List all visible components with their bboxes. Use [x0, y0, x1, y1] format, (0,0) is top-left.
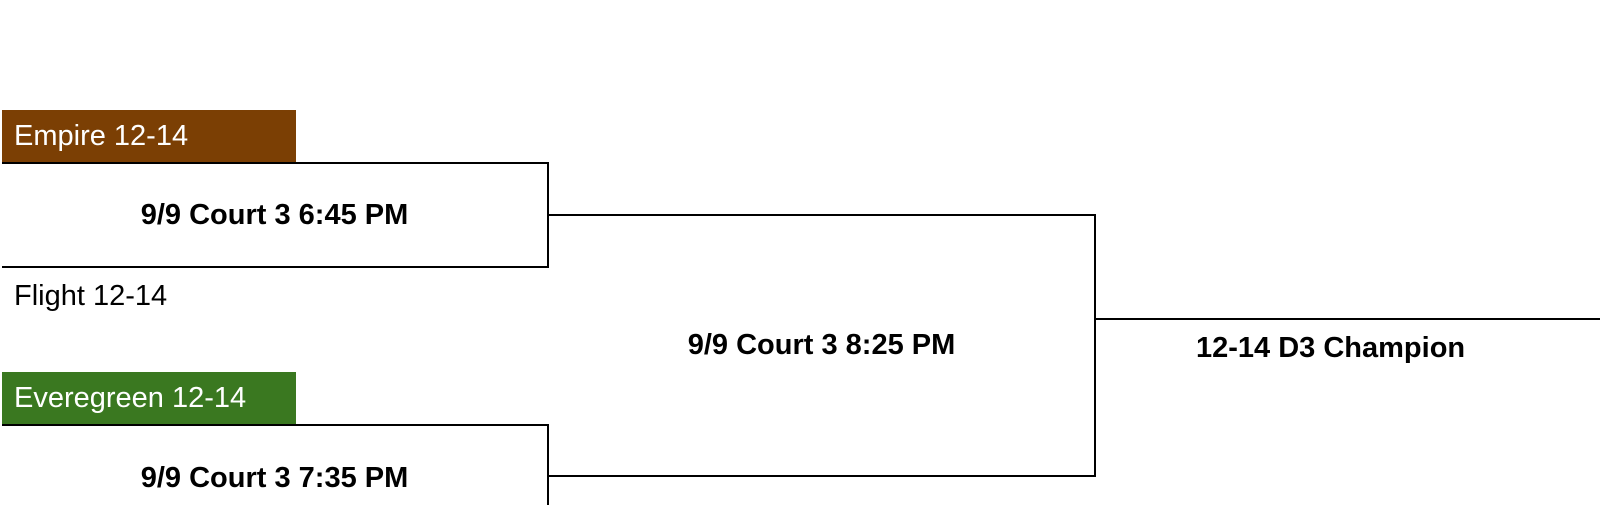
- team-slot-empire: Empire 12-14: [2, 110, 296, 162]
- round2-label: 9/9 Court 3 8:25 PM: [687, 329, 956, 361]
- team-slot-everegreen: Everegreen 12-14: [2, 372, 296, 424]
- match2-label: 9/9 Court 3 7:35 PM: [140, 462, 409, 494]
- champion-line: [1094, 318, 1600, 320]
- match1-top-line: [2, 162, 549, 164]
- round2-top-line: [547, 214, 1096, 216]
- match2-top-line: [2, 424, 549, 426]
- team-slot-flight: Flight 12-14: [14, 280, 168, 312]
- champion-label: 12-14 D3 Champion: [1196, 332, 1466, 364]
- match2-right-line: [547, 424, 549, 505]
- match1-label: 9/9 Court 3 6:45 PM: [140, 199, 409, 231]
- round2-bottom-line: [547, 475, 1096, 477]
- round2-right-line: [1094, 214, 1096, 477]
- match1-bottom-line: [2, 266, 549, 268]
